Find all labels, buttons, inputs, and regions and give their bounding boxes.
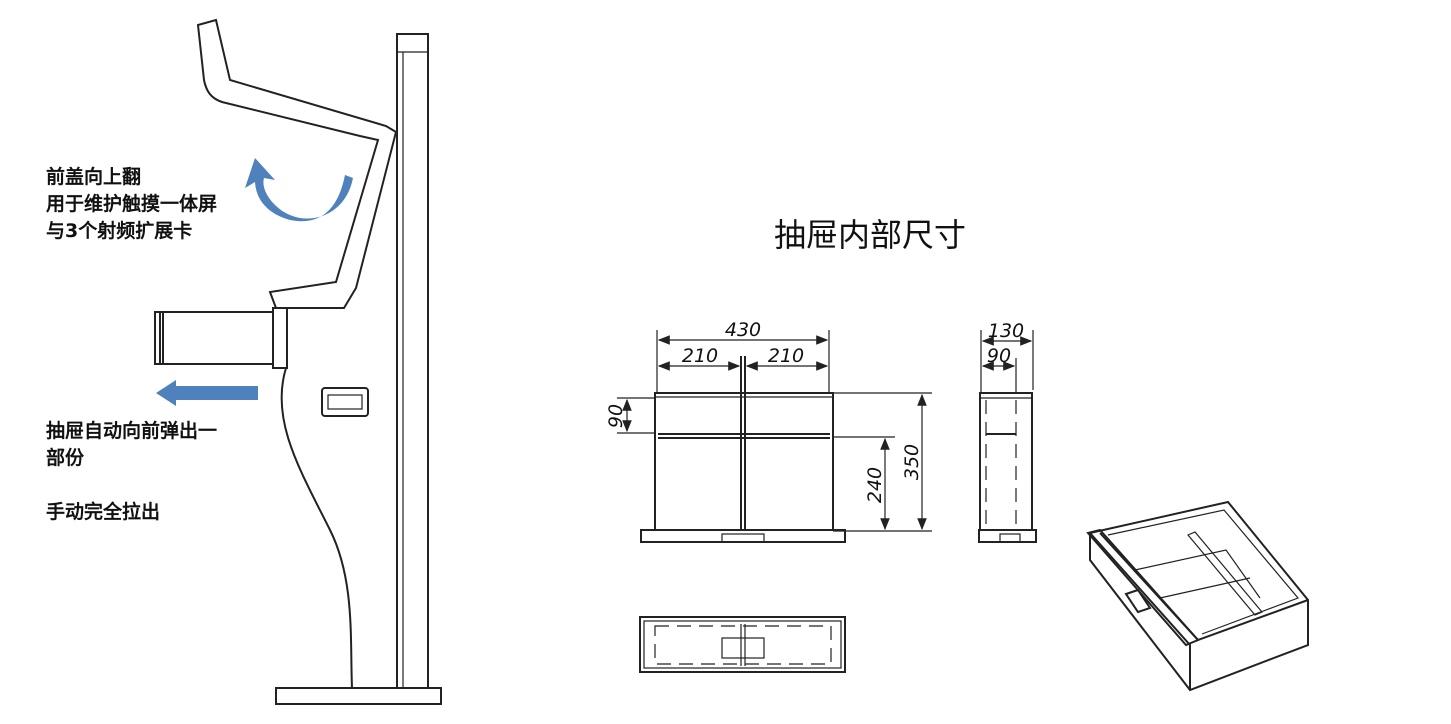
kiosk-side-view (154, 18, 442, 705)
note-cover-line3: 与3个射频扩展卡 (46, 219, 192, 242)
dim-side-inner: 90 (987, 345, 1011, 367)
note-drawer-line2: 部份 (46, 446, 85, 469)
dim-right-width: 210 (768, 345, 804, 367)
drawer-side-view (978, 330, 1037, 543)
drawer-top-view (639, 616, 846, 673)
kiosk-base (275, 687, 442, 705)
pull-out-arrow-icon (156, 380, 258, 406)
drawer-body (159, 311, 274, 365)
dim-top-compartment-height: 90 (605, 404, 627, 428)
dim-lower-height: 240 (864, 467, 886, 503)
note-drawer-line1: 抽屉自动向前弹出一 (46, 419, 217, 442)
note-cover-line1: 前盖向上翻 (46, 165, 141, 188)
dim-total-width: 430 (725, 319, 761, 341)
kiosk-slot (321, 387, 369, 417)
kiosk-front-profile (280, 367, 353, 689)
kiosk-pillar (396, 33, 429, 689)
dim-side-depth: 130 (988, 320, 1024, 342)
dim-left-width: 210 (682, 345, 718, 367)
drawer-isometric-view (1086, 500, 1309, 692)
drawing-title: 抽屉内部尺寸 (774, 216, 966, 254)
note-drawer-line3: 手动完全拉出 (46, 500, 160, 523)
drawer-front-view (617, 330, 932, 543)
flip-up-arrow-icon (245, 158, 353, 222)
drawer-front-plate (272, 307, 288, 369)
note-cover-line2: 用于维护触摸一体屏 (46, 192, 217, 215)
front-cover (196, 18, 398, 309)
dim-total-height: 350 (901, 444, 923, 480)
